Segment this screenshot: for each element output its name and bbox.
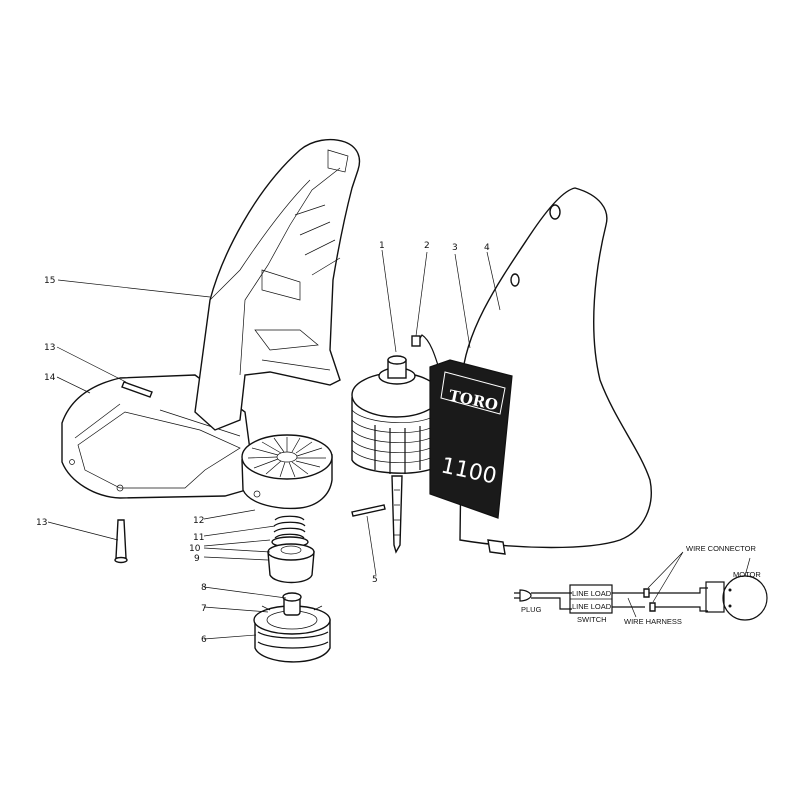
motor-symbol xyxy=(722,575,768,621)
plug-label: PLUG xyxy=(521,605,542,614)
motor-label: MOTOR xyxy=(733,570,761,579)
callout-numbers: 1 2 3 4 5 6 7 8 9 10 11 12 13 13 14 15 xyxy=(36,241,490,645)
wiring-schematic: WIRE CONNECTOR MOTOR LINE LOAD LINE LOAD… xyxy=(514,544,768,626)
callout-13-lower: 13 xyxy=(36,518,47,528)
switch-label: SWITCH xyxy=(577,615,607,624)
switch-line-load-top: LINE LOAD xyxy=(572,589,612,598)
callout-9: 9 xyxy=(194,554,200,564)
wire-connector-label: WIRE CONNECTOR xyxy=(686,544,756,553)
right-housing xyxy=(459,187,652,555)
callout-6: 6 xyxy=(201,635,207,645)
callout-3: 3 xyxy=(452,243,458,253)
screw-lower xyxy=(114,519,128,564)
spool-adapter xyxy=(267,543,315,584)
callout-13-upper: 13 xyxy=(44,343,55,353)
motor-terminal-block xyxy=(705,581,725,613)
callout-1: 1 xyxy=(379,241,385,251)
plug-symbol xyxy=(519,589,532,602)
switch-line-load-bottom: LINE LOAD xyxy=(572,602,612,611)
pin xyxy=(351,504,386,517)
callout-7: 7 xyxy=(201,604,207,614)
callout-5: 5 xyxy=(372,575,378,585)
callout-14: 14 xyxy=(44,373,56,383)
wire-harness-label: WIRE HARNESS xyxy=(624,617,682,626)
leader-lines xyxy=(47,249,501,640)
motor xyxy=(351,355,441,554)
callout-10: 10 xyxy=(189,544,201,554)
callout-11: 11 xyxy=(193,533,204,543)
cooling-fan xyxy=(241,434,333,510)
decal: TORO 1100 xyxy=(429,359,513,519)
spool-assembly xyxy=(253,592,331,663)
spring xyxy=(271,515,309,548)
callout-12: 12 xyxy=(193,516,204,526)
screw-upper xyxy=(121,381,153,398)
handle-housing xyxy=(194,138,361,431)
callout-4: 4 xyxy=(484,243,490,253)
callout-8: 8 xyxy=(201,583,207,593)
callout-2: 2 xyxy=(424,241,430,251)
callout-15: 15 xyxy=(44,276,55,286)
